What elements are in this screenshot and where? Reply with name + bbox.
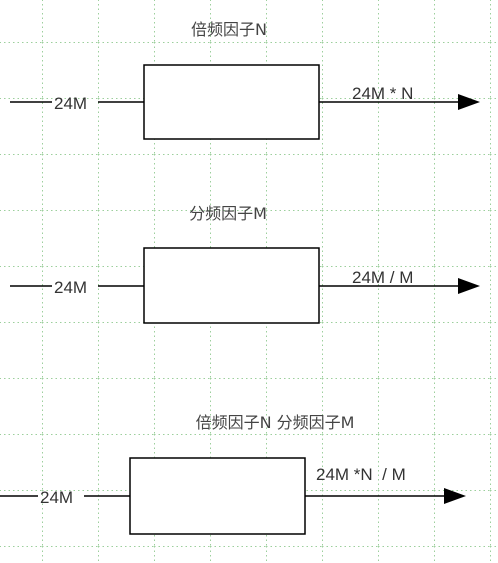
multiplier-divider-diagram: 倍频因子N 分频因子M 24M 24M *N / M	[0, 413, 466, 535]
input-label: 24M	[54, 278, 87, 297]
combined-box	[129, 457, 306, 535]
output-arrow-head	[458, 278, 480, 294]
divider-box	[143, 247, 320, 324]
output-arrow-head	[444, 488, 466, 504]
output-label: 24M / M	[352, 268, 413, 287]
multiplier-diagram: 倍频因子N 24M 24M * N	[10, 20, 480, 140]
output-arrow-head	[458, 94, 480, 110]
divider-diagram: 分频因子M 24M 24M / M	[10, 204, 480, 324]
multiplier-title: 倍频因子N	[191, 20, 267, 39]
output-label: 24M * N	[352, 84, 413, 103]
multiplier-box	[143, 64, 320, 140]
divider-title: 分频因子M	[189, 204, 267, 223]
combined-title: 倍频因子N 分频因子M	[196, 413, 355, 432]
input-label: 24M	[40, 488, 73, 507]
output-label: 24M *N / M	[316, 465, 406, 484]
input-label: 24M	[54, 94, 87, 113]
